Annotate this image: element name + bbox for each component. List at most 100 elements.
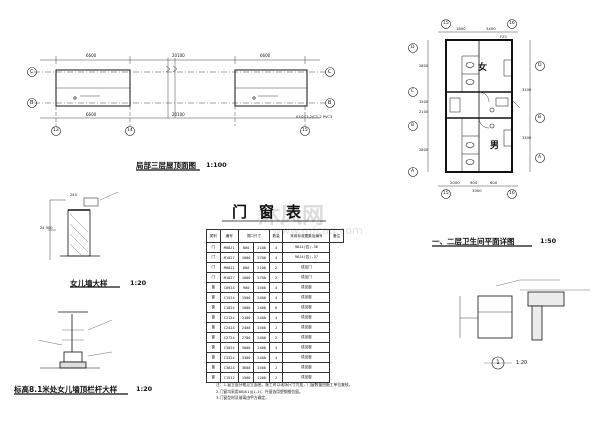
detail-scale: 1:20 xyxy=(516,360,528,366)
table-cell: 4 xyxy=(268,282,284,293)
table-cell: 2700 xyxy=(253,272,270,283)
toilet-plan-drawing xyxy=(408,19,545,199)
toilet-axis-bottom-16: 16 xyxy=(509,191,515,196)
table-cell: 800 xyxy=(237,262,255,273)
parapet-dim-b: 24 500 xyxy=(40,226,53,230)
table-cell: 1500 xyxy=(237,292,255,303)
toilet-top-dim-2: 3400 xyxy=(486,26,496,31)
section-detail-drawing xyxy=(459,279,590,370)
table-cell: 4 xyxy=(268,252,284,263)
table-cell: 窗 xyxy=(206,332,221,343)
toilet-axis-c: C xyxy=(411,89,415,94)
table-cell: 成品窗 xyxy=(282,302,331,313)
railing-detail-title: 标高8.1米处女儿墙顶栏杆大样 xyxy=(14,385,118,394)
table-cell: 4 xyxy=(268,242,284,253)
table-cell: C1824 xyxy=(219,302,239,313)
roof-dim-3: 20100 xyxy=(172,53,185,58)
table-cell: 成品窗 xyxy=(282,362,331,373)
table-cell: 成品窗 xyxy=(282,282,331,293)
table-cell: 1000 xyxy=(237,252,255,263)
axis-label-15: 15 xyxy=(302,128,308,133)
toilet-axis-right-d: D xyxy=(538,63,542,68)
table-cell: 窗 xyxy=(206,312,221,323)
roof-dim-2: 6600 xyxy=(260,53,271,58)
table-cell: 2400 xyxy=(253,312,270,323)
window-table-title: 门窗表 xyxy=(232,203,314,221)
table-cell: 2 xyxy=(268,362,284,373)
table-cell: 门 xyxy=(206,242,221,253)
toilet-top-dim-1: 1800 xyxy=(456,26,466,31)
axis-label-left-b: B xyxy=(30,100,34,106)
toilet-bottom-dim-2: 900 xyxy=(470,180,478,185)
table-cell: C2124 xyxy=(219,312,239,323)
table-cell: M0821 xyxy=(219,242,239,253)
table-cell: 成品窗 xyxy=(282,312,331,323)
table-cell: M1827 xyxy=(219,272,239,283)
toilet-left-dim-3: 2100 xyxy=(419,110,429,114)
parapet-detail-title: 女儿墙大样 xyxy=(70,279,108,288)
table-cell: 2700 xyxy=(253,252,270,263)
roof-dim-5: 6600 xyxy=(86,112,97,117)
table-cell: 门 xyxy=(206,262,221,273)
table-cell: 2100 xyxy=(253,242,270,253)
table-cell: 2400 xyxy=(237,322,255,333)
table-cell: 1800 xyxy=(237,302,255,313)
toilet-axis-a: A xyxy=(411,169,415,174)
table-cell: M0821 xyxy=(219,262,239,273)
table-cell: 2400 xyxy=(253,332,270,343)
table-cell: C0924 xyxy=(219,282,239,293)
table-cell: 2400 xyxy=(253,322,270,333)
table-cell: C1512 xyxy=(219,372,239,383)
table-cell: 900 xyxy=(237,282,255,293)
table-cell: C2424 xyxy=(219,322,239,333)
roof-dim-1: 6600 xyxy=(86,53,97,58)
table-cell: 2400 xyxy=(253,342,270,353)
note-line: 注：1.窗立面分格见立面图，施工时以现场尺寸为准，门窗数量由施工单位复核。 xyxy=(216,382,353,387)
toilet-bottom-dim-1: 2000 xyxy=(450,180,460,185)
table-cell: C1524 xyxy=(219,292,239,303)
table-cell: 窗 xyxy=(206,302,221,313)
toilet-axis-right-b: B xyxy=(538,115,542,120)
toilet-axis-right-a: A xyxy=(538,155,542,160)
toilet-axis-top-15: 15 xyxy=(443,21,449,26)
table-cell: C2724 xyxy=(219,332,239,343)
table-cell: C3624 xyxy=(219,362,239,373)
table-cell: 2100 xyxy=(253,262,270,273)
table-cell: 3300 xyxy=(237,352,255,363)
table-cell: 窗 xyxy=(206,282,221,293)
toilet-left-dim-1: 2800 xyxy=(419,64,429,68)
table-cell: 成品门 xyxy=(282,272,331,283)
table-cell: 3000 xyxy=(237,342,255,353)
table-cell: C3024 xyxy=(219,342,239,353)
table-cell: 2400 xyxy=(253,292,270,303)
table-cell: 3600 xyxy=(237,362,255,373)
table-cell: 4 xyxy=(268,352,284,363)
col-header-remark: 备注 xyxy=(329,229,344,243)
table-cell: 2400 xyxy=(253,282,270,293)
toilet-right-dim-1: 3100 xyxy=(522,88,532,92)
axis-label-13: 13 xyxy=(53,128,59,133)
col-header-size: 洞口尺寸 xyxy=(237,229,270,243)
window-table-header: 类别 编号 洞口尺寸 数量 采用标准图集及编号 备注 xyxy=(206,229,344,243)
toilet-top-dim-3: FZ1 xyxy=(500,34,508,39)
axis-label-left-c: C xyxy=(30,69,34,75)
table-cell: 4 xyxy=(268,292,284,303)
table-cell: 窗 xyxy=(206,292,221,303)
toilet-left-dim-2: 1500 xyxy=(419,100,429,104)
table-cell: 4 xyxy=(268,342,284,353)
toilet-left-dim-4: 2800 xyxy=(419,148,429,152)
toilet-axis-b: B xyxy=(411,123,415,128)
female-room-label: 女 xyxy=(478,63,488,73)
roof-note: 03J201-2/C1-2 PVC3 xyxy=(296,115,333,119)
parapet-dim-a: 240 xyxy=(70,193,77,197)
detail-marker: 1 xyxy=(496,359,500,366)
